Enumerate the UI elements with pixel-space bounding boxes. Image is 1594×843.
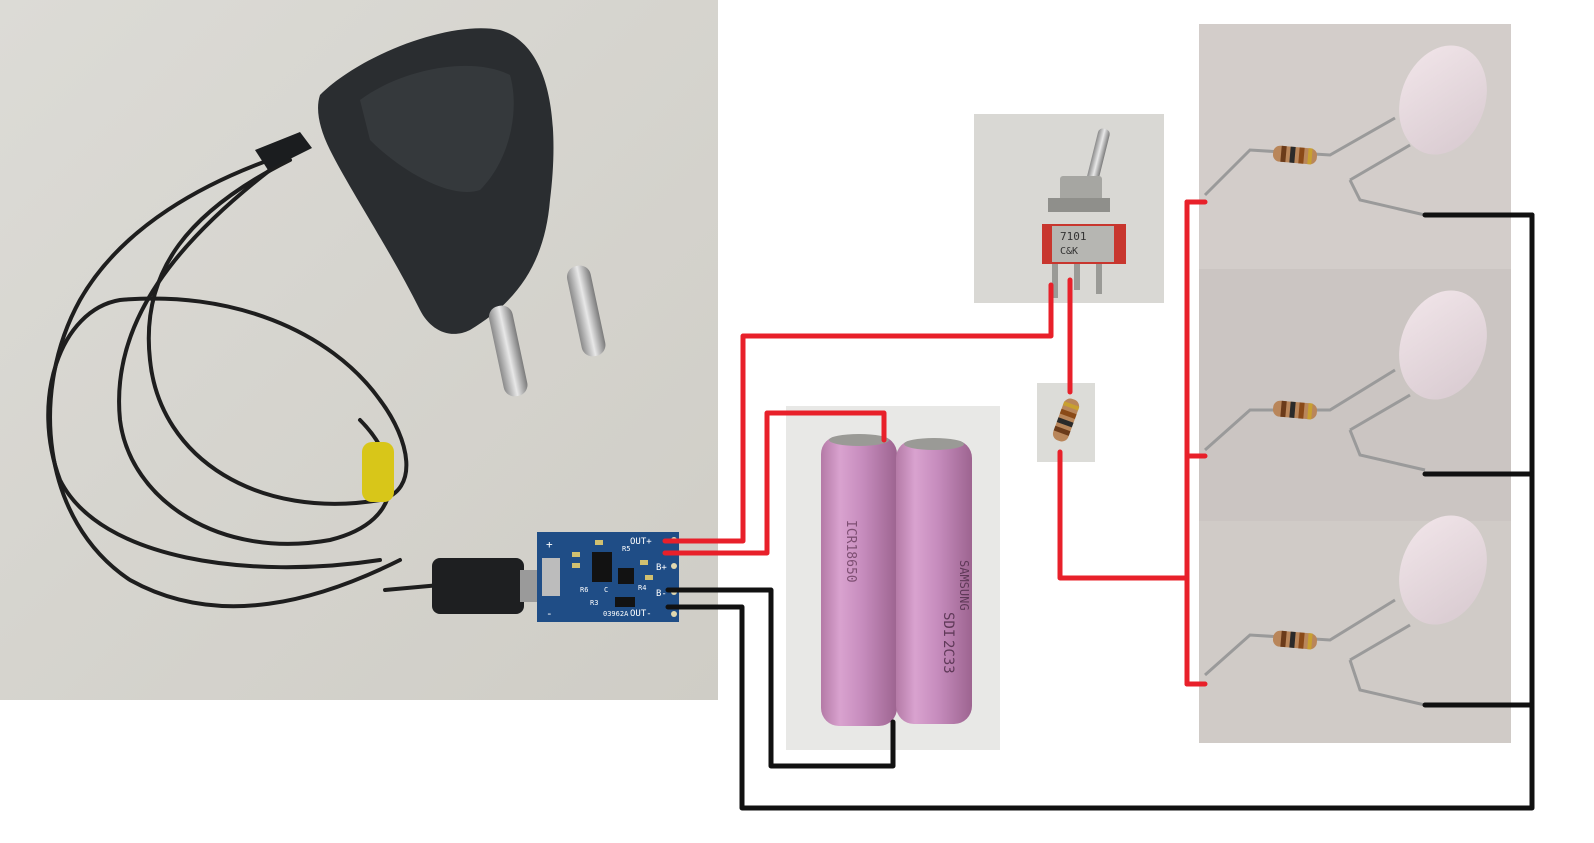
battery-cell-right: SAMSUNG SDI 2C33: [896, 438, 972, 724]
led-photo: [1199, 24, 1511, 743]
micro-usb-tip: [520, 570, 542, 602]
wire-resistor-to-leds: [1057, 449, 1190, 581]
pcb-ref-c: C: [604, 586, 608, 594]
pcb-ref-r3: R3: [590, 599, 598, 607]
switch-model-text: 7101: [1060, 230, 1087, 243]
pcb-ref-r6: R6: [580, 586, 588, 594]
pcb-ref-r4: R4: [638, 584, 646, 592]
negative-wires: [665, 212, 1535, 811]
pin-label-out-plus: OUT+: [630, 537, 652, 547]
led-assembly-1: [1203, 45, 1487, 217]
plug-pins: [488, 265, 606, 397]
wire-b-minus-to-battery: [665, 587, 896, 769]
wire-b-plus-to-battery: [662, 410, 887, 556]
pin-label-b-minus: B-: [656, 589, 667, 599]
battery-code-2c33: 2C33: [940, 640, 956, 674]
pcb-minus-mark: -: [546, 607, 553, 620]
resistor-photo: [1037, 383, 1095, 462]
micro-usb-plug: [432, 558, 524, 614]
pcb-plus-mark: +: [546, 538, 553, 551]
charging-module: + - OUT+ B+ B- OUT- 03962A R3 R5 R4 C R6: [537, 532, 679, 622]
led-assembly-3: [1204, 515, 1487, 707]
battery-cell-left: ICR18650: [821, 434, 897, 726]
battery-photo: ICR18650 SAMSUNG SDI 2C33: [786, 406, 1000, 750]
switch-lever: [1086, 128, 1110, 186]
pcb-model-text: 03962A: [603, 610, 629, 618]
battery-code-sdi: SDI: [940, 612, 956, 637]
battery-brand-text: SAMSUNG: [957, 560, 971, 611]
cable-strain-relief: [255, 132, 312, 170]
positive-wires: [662, 199, 1208, 687]
switch-brand-text: C&K: [1060, 246, 1078, 257]
wire-out-plus-to-switch: [662, 282, 1054, 544]
pin-label-out-minus: OUT-: [630, 609, 652, 619]
twist-tie: [362, 442, 394, 502]
pcb-ref-r5: R5: [622, 545, 630, 553]
led-assembly-2: [1204, 290, 1487, 472]
battery-left-print: ICR18650: [843, 520, 858, 583]
wire-out-minus-to-leds: [665, 212, 1535, 811]
pin-label-b-plus: B+: [656, 563, 667, 573]
switch-photo: 7101 C&K: [974, 114, 1164, 303]
charger-photo: + - OUT+ B+ B- OUT- 03962A R3 R5 R4 C R6: [0, 0, 718, 700]
